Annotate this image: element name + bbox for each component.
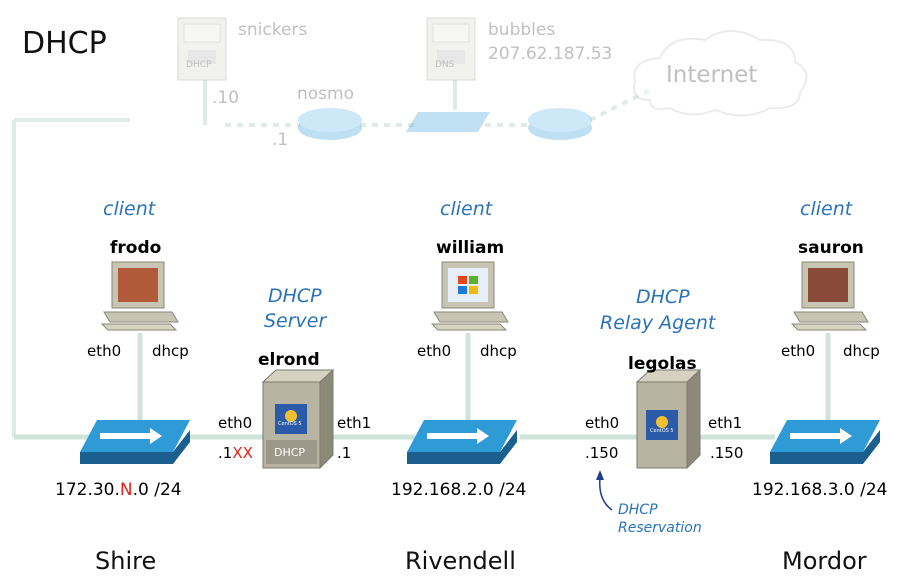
elrond-name: elrond: [258, 350, 320, 370]
snickers-box-label: DHCP: [186, 60, 212, 70]
sauron-name: sauron: [798, 238, 864, 258]
mordor-switch-icon: [770, 420, 880, 464]
frodo-pc-icon: [100, 261, 179, 331]
frodo-name: frodo: [110, 238, 162, 258]
frodo-role: client: [103, 198, 156, 220]
william-pc-icon: [430, 261, 509, 331]
region-mordor: Mordor: [782, 547, 867, 575]
shire-network-prefix: 172.30.: [55, 480, 120, 500]
sauron-interface: eth0: [781, 342, 816, 360]
rivendell-network: 192.168.2.0 /24: [391, 480, 527, 500]
legolas-server-icon: [635, 368, 702, 470]
frodo-interface: eth0: [87, 342, 122, 360]
bubbles-server-icon: [426, 17, 476, 81]
elrond-role-line2: Server: [264, 310, 327, 332]
sauron-role: client: [800, 198, 853, 220]
legolas-role-line2: Relay Agent: [600, 312, 716, 334]
reservation-arrow-icon: [596, 470, 613, 511]
main-links: [14, 333, 831, 440]
shire-network-suffix: .0 /24: [132, 480, 182, 500]
nosmo-router-icon: [298, 108, 362, 140]
rivendell-switch-icon: [407, 420, 517, 464]
page-title: DHCP: [22, 26, 107, 61]
region-rivendell: Rivendell: [405, 547, 516, 575]
background-links: [12, 80, 651, 437]
william-role: client: [440, 198, 493, 220]
elrond-left-ip: .1XX: [218, 444, 253, 462]
elrond-right-ip: .1: [337, 444, 352, 462]
router-name: nosmo: [297, 84, 354, 104]
shire-network-variable: N: [119, 480, 133, 500]
legolas-right-interface: eth1: [708, 414, 743, 432]
bubbles-name: bubbles: [488, 20, 556, 40]
reservation-note-line1: DHCP: [618, 502, 658, 518]
shire-switch-icon: [80, 420, 190, 464]
bubbles-box-label: DNS: [435, 60, 455, 70]
elrond-right-interface: eth1: [337, 414, 372, 432]
elrond-os-badge: CentOS 5: [278, 421, 302, 427]
legolas-os-badge: CentOS 5: [650, 428, 674, 434]
sauron-pc-icon: [790, 261, 869, 331]
elrond-box-label: DHCP: [274, 446, 306, 459]
legolas-right-ip: .150: [710, 444, 744, 462]
router-ip: .1: [272, 130, 289, 150]
elrond-server-icon: [261, 368, 335, 470]
legolas-name: legolas: [628, 354, 697, 374]
internet-cloud-icon: [633, 30, 808, 117]
core-switch-icon: [406, 112, 490, 132]
internet-label: Internet: [666, 62, 758, 88]
elrond-role-line1: DHCP: [268, 285, 322, 307]
frodo-mode: dhcp: [152, 342, 189, 360]
bubbles-ip: 207.62.187.53: [488, 44, 613, 64]
edge-router-icon: [528, 108, 592, 140]
region-shire: Shire: [95, 547, 157, 575]
william-interface: eth0: [417, 342, 452, 360]
legolas-role-line1: DHCP: [636, 286, 690, 308]
elrond-left-ip-variable: XX: [232, 444, 253, 462]
snickers-name: snickers: [238, 20, 308, 40]
snickers-server-icon: [177, 17, 227, 81]
shire-network: 172.30.N.0 /24: [55, 480, 182, 500]
legolas-left-ip: .150: [585, 444, 619, 462]
william-name: william: [436, 238, 505, 258]
elrond-left-ip-prefix: .1: [218, 444, 233, 462]
snickers-ip: .10: [212, 88, 240, 108]
reservation-note-line2: Reservation: [618, 520, 702, 536]
william-mode: dhcp: [480, 342, 517, 360]
sauron-mode: dhcp: [843, 342, 880, 360]
mordor-network: 192.168.3.0 /24: [752, 480, 888, 500]
legolas-left-interface: eth0: [585, 414, 620, 432]
elrond-left-interface: eth0: [218, 414, 253, 432]
